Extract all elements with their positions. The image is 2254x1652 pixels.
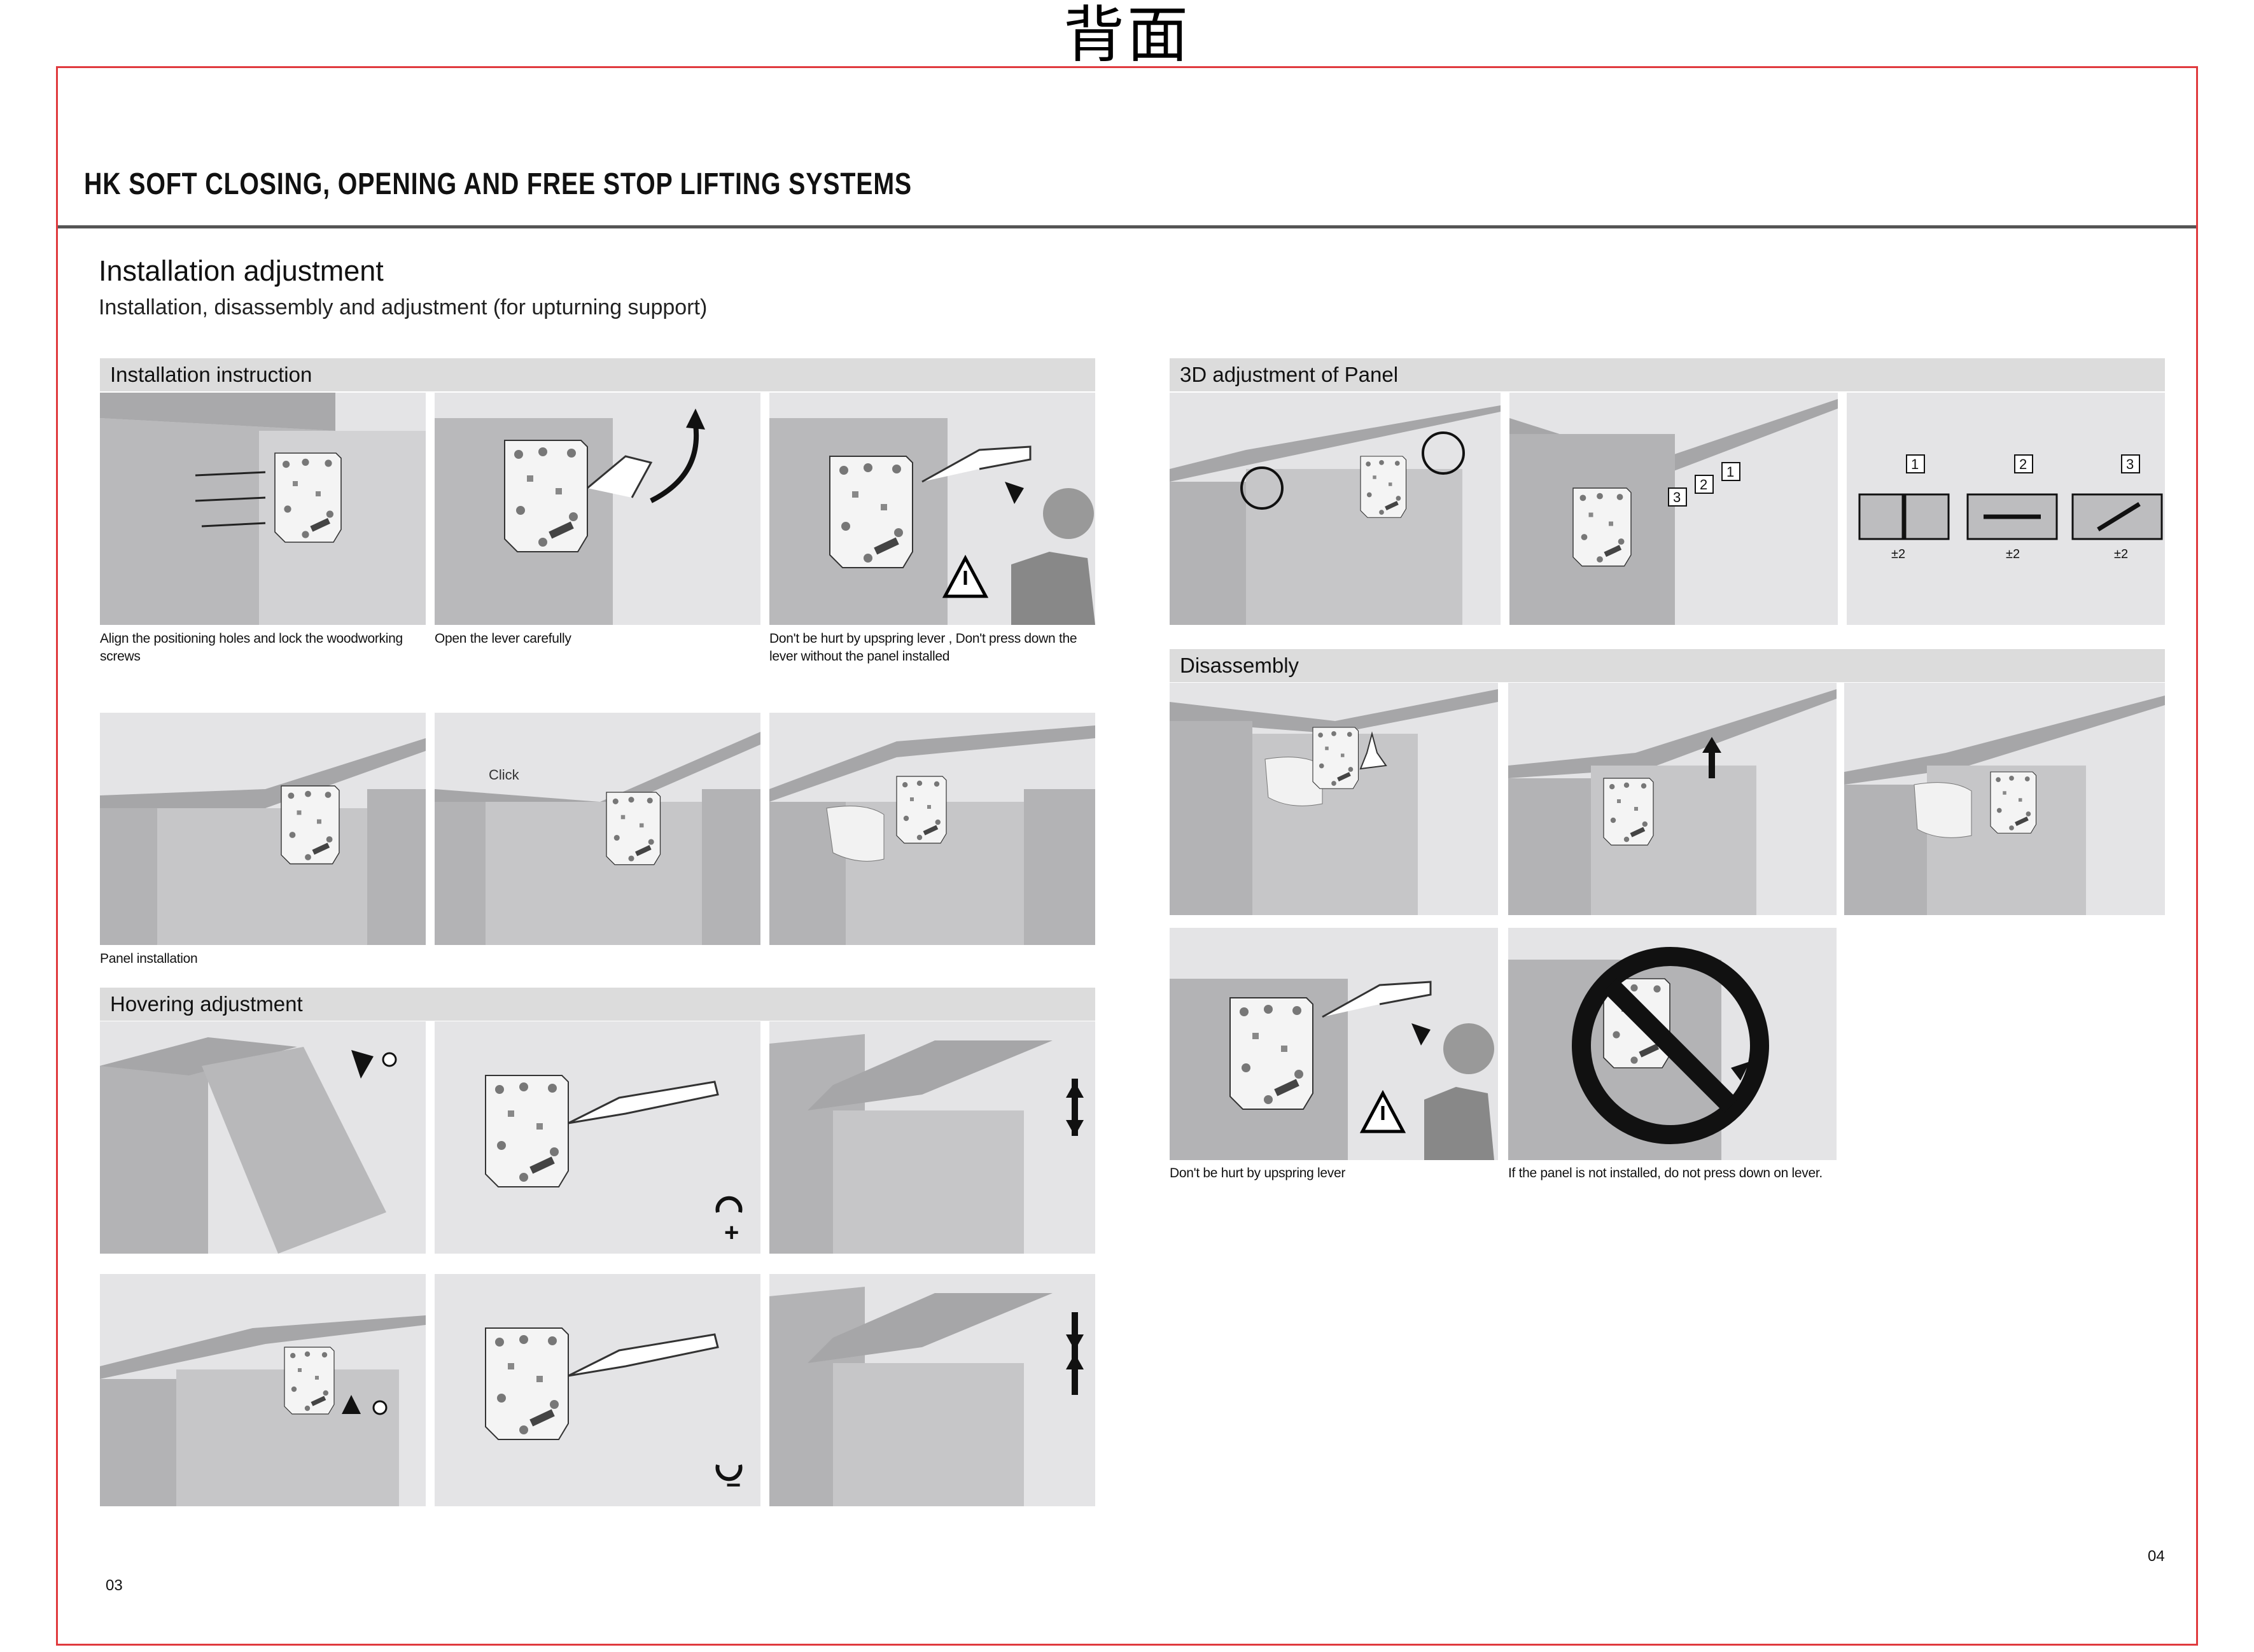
box-label-3: 3 [2126,456,2134,472]
plus-symbol: + [724,1219,739,1247]
box-label-1: 1 [1911,456,1919,472]
figure-hover-mech-plus: + [435,1021,760,1254]
minus-symbol: − [726,1471,741,1499]
figure-no-press [1508,928,1837,1160]
figure-hover-panel-up [769,1021,1095,1254]
figure-panel-install-click: Click [435,713,760,945]
page-label: 背面 [1063,0,1191,71]
box-label-2: 2 [2019,456,2027,472]
figure-disassembly-1 [1170,683,1498,915]
figure-disassembly-2 [1508,683,1837,915]
caption-not-installed: If the panel is not installed, do not pr… [1508,1166,1823,1180]
tolerance-1: ±2 [1891,547,1905,561]
figure-3d-boxes: 1 2 3 ±2 ±2 ±2 [1847,393,2165,625]
main-subtitle: Installation, disassembly and adjustment… [99,295,708,319]
main-title: Installation adjustment [99,255,384,287]
section-3d-adjustment: 3D adjustment of Panel [1170,358,2165,391]
figure-panel-install-1 [100,713,426,945]
section-disassembly: Disassembly [1170,649,2165,682]
figure-align-holes [100,393,426,625]
page-number-right: 04 [2148,1548,2165,1565]
tolerance-3: ±2 [2114,547,2128,561]
page-number-left: 03 [106,1577,123,1594]
page-frame [56,66,2198,1646]
figure-3d-cabinet [1170,393,1501,625]
tolerance-2: ±2 [2006,547,2020,561]
click-label: Click [489,767,520,783]
callout-2: 2 [1700,477,1707,493]
figure-open-lever [435,393,760,625]
figure-hover-panel-down [769,1274,1095,1506]
figure-dont-hurt-warning [769,393,1095,625]
caption-dont-hurt-press: Don't be hurt by upspring lever , Don't … [769,631,1077,664]
figure-hover-raise [100,1274,426,1506]
callout-1: 1 [1726,464,1734,480]
callout-3: 3 [1673,489,1681,505]
figure-panel-install-3 [769,713,1095,945]
caption-panel-installation: Panel installation [100,951,198,966]
header-rule [58,225,2196,228]
header-title: HK SOFT CLOSING, OPENING AND FREE STOP L… [84,167,912,201]
arrow-icon [1731,1061,1750,1081]
section-hovering: Hovering adjustment [100,988,1095,1021]
figure-3d-callouts: 3 2 1 [1509,393,1838,625]
caption-align-holes: Align the positioning holes and lock the… [100,631,403,664]
figure-disassembly-3 [1844,683,2165,915]
caption-dont-hurt: Don't be hurt by upspring lever [1170,1166,1346,1180]
section-installation: Installation instruction [100,358,1095,391]
caption-open-lever: Open the lever carefully [435,631,571,646]
figure-disassembly-warning [1170,928,1498,1160]
figure-hover-mech-minus: − [435,1274,760,1506]
figure-hover-lower [100,1021,426,1254]
